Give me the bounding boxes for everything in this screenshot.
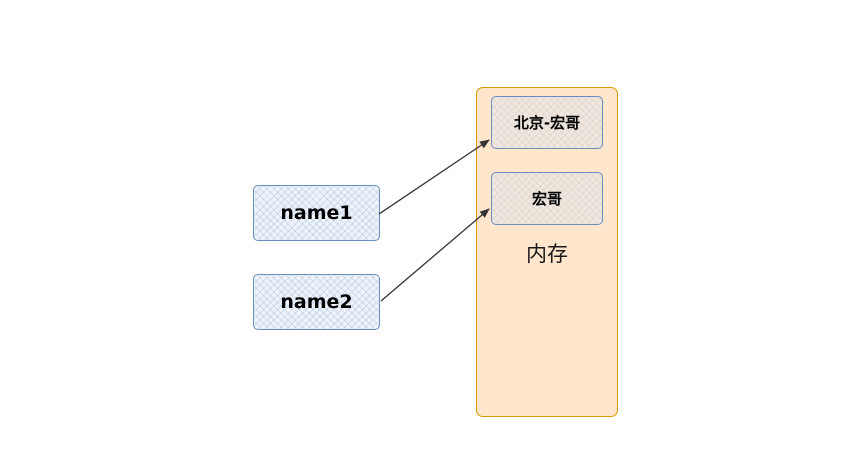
- string-honge-box: 宏哥: [491, 172, 603, 225]
- arrow-name2-to-honge: [380, 208, 490, 302]
- memory-label: 内存: [526, 242, 568, 266]
- arrow-name1-to-beijing-honge: [378, 139, 490, 215]
- variable-name1-label: name1: [280, 202, 353, 224]
- string-beijing-honge-label: 北京-宏哥: [513, 114, 581, 132]
- variable-name2-label: name2: [280, 291, 353, 313]
- variable-name2-box: name2: [253, 274, 380, 330]
- string-honge-label: 宏哥: [531, 190, 562, 208]
- variable-name1-box: name1: [253, 185, 380, 241]
- string-beijing-honge-box: 北京-宏哥: [491, 96, 603, 149]
